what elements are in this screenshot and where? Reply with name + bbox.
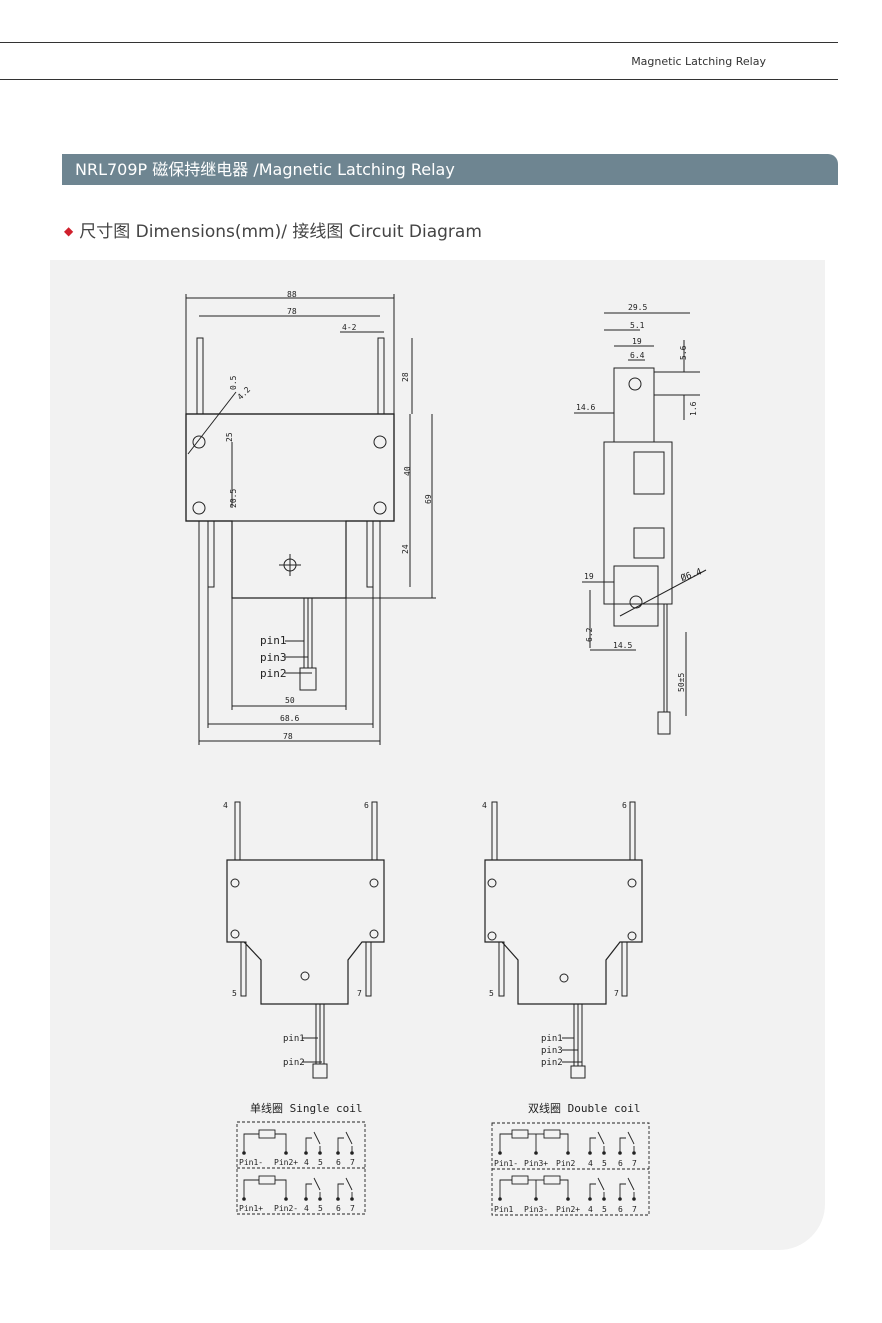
- dim-label: 4-2: [342, 323, 357, 332]
- pin-label: Pin2: [556, 1159, 575, 1168]
- dim-label: 24: [401, 544, 410, 554]
- diamond-bullet-icon: ◆: [64, 224, 74, 238]
- pin-label: 4: [588, 1205, 593, 1214]
- terminal-label: 7: [614, 989, 619, 998]
- dim-label: Ø6.4: [679, 566, 703, 584]
- pin-label: Pin1-: [239, 1158, 263, 1167]
- terminal-label: 7: [357, 989, 362, 998]
- single-coil-schematic: [236, 1121, 366, 1215]
- dim-label: 4.2: [236, 385, 253, 402]
- single-coil-relay: [226, 801, 385, 1079]
- single-coil-labels: 4 6 5 7 pin1 pin2 单线圈 Single coil: [223, 801, 369, 1115]
- dim-label: 5.1: [630, 321, 645, 330]
- double-coil-relay: [484, 801, 643, 1079]
- pin-label: 6: [336, 1204, 341, 1213]
- terminal-label: 5: [489, 989, 494, 998]
- subtitle-text: 尺寸图 Dimensions(mm)/ 接线图 Circuit Diagram: [79, 222, 482, 242]
- header-rule: [0, 79, 838, 80]
- dim-label: 14.6: [576, 403, 595, 412]
- pin-label: 5: [602, 1159, 607, 1168]
- double-coil-schematic: [491, 1122, 650, 1216]
- dim-label: 20.5: [229, 489, 238, 508]
- pin-label: 7: [632, 1159, 637, 1168]
- dim-label: 28: [401, 372, 410, 382]
- pin-label: Pin2-: [274, 1204, 298, 1213]
- dim-label: 50±5: [677, 673, 686, 692]
- double-coil-title: 双线圈 Double coil: [528, 1101, 640, 1115]
- pin-label: 4: [588, 1159, 593, 1168]
- pin-label: 4: [304, 1158, 309, 1167]
- single-coil-row2-labels: Pin1+ Pin2- 4 5 6 7: [239, 1204, 355, 1213]
- pin-label: 7: [350, 1158, 355, 1167]
- double-coil-labels: 4 6 5 7 pin1 pin3 pin2 双线圈 Double coil: [482, 801, 640, 1115]
- front-view: [185, 294, 436, 745]
- dim-label: 1.6: [689, 401, 698, 416]
- double-coil-terminal-dots: [498, 1151, 636, 1201]
- pin-label: Pin3-: [524, 1205, 548, 1214]
- section-title-banner: NRL709P 磁保持继电器 /Magnetic Latching Relay: [62, 154, 838, 185]
- pin-label: Pin1-: [494, 1159, 518, 1168]
- wire-label: pin2: [541, 1058, 563, 1068]
- dim-label: 78: [287, 307, 297, 316]
- pin-label: Pin1+: [239, 1204, 263, 1213]
- dim-label: 19: [632, 337, 642, 346]
- terminal-label: 4: [482, 801, 487, 810]
- single-coil-row1-labels: Pin1- Pin2+ 4 5 6 7: [239, 1158, 355, 1167]
- pin-label: 6: [618, 1205, 623, 1214]
- dim-label: 25: [225, 432, 234, 442]
- pin-label: Pin1: [494, 1205, 513, 1214]
- dim-label: 14.5: [613, 641, 632, 650]
- dim-label: 50: [285, 696, 295, 705]
- wire-label: pin1: [283, 1034, 305, 1044]
- dim-label: 69: [424, 494, 433, 504]
- dim-label: 19: [584, 572, 594, 581]
- side-view: [574, 312, 707, 735]
- pin-label: 5: [602, 1205, 607, 1214]
- single-coil-terminal-dots: [242, 1151, 354, 1201]
- dim-label: 78: [283, 732, 293, 741]
- dim-label: 0.5: [229, 375, 238, 390]
- dim-label: 88: [287, 290, 297, 299]
- dim-label: 5.6: [679, 345, 688, 360]
- pin-label: pin2: [260, 667, 287, 680]
- dim-label: 68.6: [280, 714, 299, 723]
- pin-label: 5: [318, 1204, 323, 1213]
- pin-label: 7: [632, 1205, 637, 1214]
- running-header: Magnetic Latching Relay: [631, 55, 766, 68]
- wire-label: pin2: [283, 1058, 305, 1068]
- dim-label: 6.2: [585, 627, 594, 642]
- section-subtitle: ◆ 尺寸图 Dimensions(mm)/ 接线图 Circuit Diagram: [64, 217, 482, 242]
- pin-label: pin3: [260, 651, 287, 664]
- dim-label: 6.4: [630, 351, 645, 360]
- double-coil-row2-labels: Pin1 Pin3- Pin2+ 4 5 6 7: [494, 1205, 637, 1214]
- front-view-labels: 88 78 4-2 28 0.5 4.2 25 20.5 40 69 24 50…: [225, 290, 433, 741]
- double-coil-row1-labels: Pin1- Pin3+ Pin2 4 5 6 7: [494, 1159, 637, 1168]
- drawing-panel: [50, 260, 825, 1250]
- pin-label: Pin3+: [524, 1159, 548, 1168]
- pin-label: 4: [304, 1204, 309, 1213]
- terminal-label: 6: [364, 801, 369, 810]
- terminal-label: 5: [232, 989, 237, 998]
- pin-label: Pin2+: [556, 1205, 580, 1214]
- pin-label: 6: [336, 1158, 341, 1167]
- wire-label: pin1: [541, 1034, 563, 1044]
- terminal-label: 4: [223, 801, 228, 810]
- pin-label: 6: [618, 1159, 623, 1168]
- terminal-label: 6: [622, 801, 627, 810]
- pin-label: Pin2+: [274, 1158, 298, 1167]
- top-rule: [0, 42, 838, 43]
- pin-label: 5: [318, 1158, 323, 1167]
- wire-label: pin3: [541, 1046, 563, 1056]
- pin-label: 7: [350, 1204, 355, 1213]
- dim-label: 40: [403, 466, 412, 476]
- single-coil-title: 单线圈 Single coil: [250, 1101, 362, 1115]
- dim-label: 29.5: [628, 303, 647, 312]
- pin-label: pin1: [260, 634, 287, 647]
